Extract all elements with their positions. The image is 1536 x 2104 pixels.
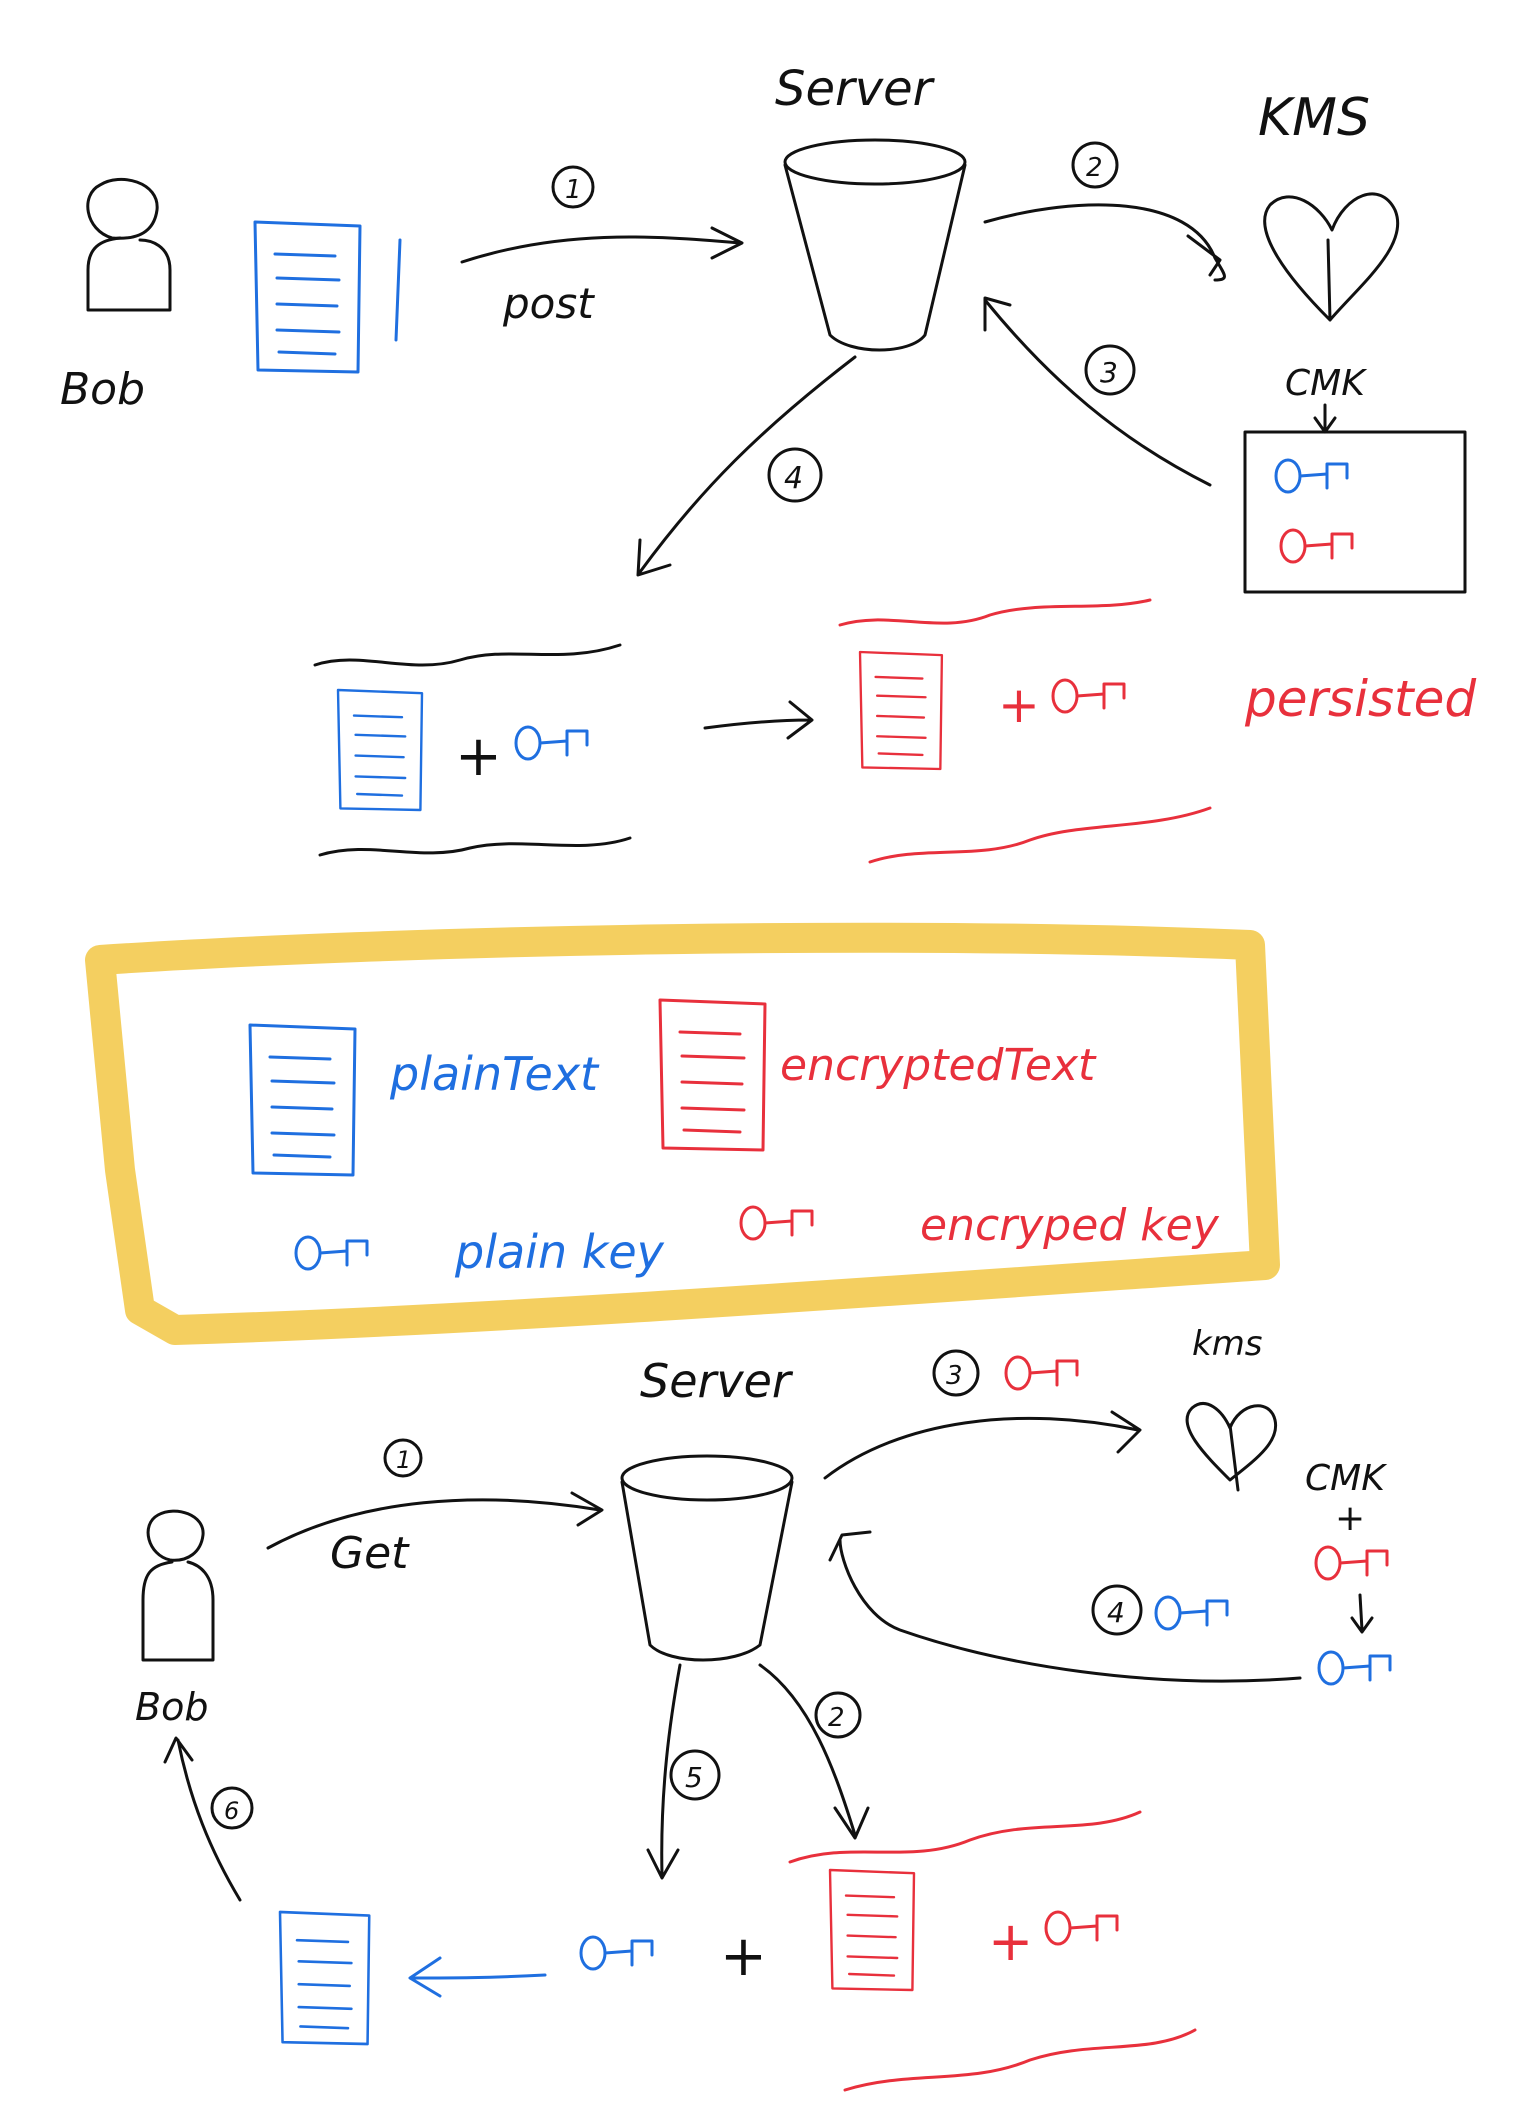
step-3-circle-bottom (932, 1349, 980, 1397)
step-1-number: 1 (565, 175, 582, 205)
legend-plaintext-label: plainText (389, 1047, 600, 1101)
legend-encrypted-doc-icon (658, 998, 767, 1152)
decrypted-plain-key-icon (1317, 1650, 1392, 1686)
plain-key-decrypt-icon (579, 1935, 654, 1971)
plain-key-bundle-icon (514, 725, 589, 761)
server-to-kms-arrow (983, 203, 1226, 282)
server-to-decrypt-arrow (646, 1663, 682, 1880)
wavy-line-top-bottom (788, 1810, 1142, 1864)
cmk-down-arrow (1313, 403, 1337, 434)
upload-flow: Bob 1 post Server 2 KMS CMK 3 (60, 61, 1476, 864)
bob-user-icon (86, 177, 172, 312)
plaintext-doc-small-icon (336, 688, 424, 812)
decrypt-to-plaintext-arrow (408, 1956, 547, 1998)
stored-plus: + (988, 1910, 1033, 1973)
plus-sign: + (455, 724, 502, 789)
legend-plain-key-label: plain key (454, 1225, 665, 1279)
step-2-circle-bottom (814, 1691, 862, 1739)
kms-heart-icon-bottom (1185, 1402, 1278, 1492)
cmk-box (1243, 430, 1467, 594)
step-6-circle-bottom (210, 1786, 254, 1830)
step-1-number-bottom: 1 (396, 1446, 411, 1474)
kms-label: KMS (1258, 88, 1370, 148)
plain-key-icon (1274, 458, 1349, 494)
decrypt-down-arrow (1350, 1593, 1374, 1634)
stored-encrypted-key-icon (1044, 1910, 1119, 1946)
stored-encrypted-doc-icon (828, 1868, 916, 1992)
kms-to-server-arrow (983, 296, 1212, 487)
step-2-circle (1071, 141, 1119, 189)
cmk-label: CMK (1285, 363, 1367, 404)
server-bucket-icon (783, 138, 967, 352)
step-4-number: 4 (784, 461, 803, 496)
encrypt-arrow (703, 700, 814, 740)
step-1-circle (551, 165, 595, 209)
return-to-bob-arrow (163, 1736, 242, 1902)
post-arrow (460, 226, 744, 264)
legend-encrypted-key-icon (739, 1205, 814, 1241)
cmk-label-bottom: CMK (1305, 1458, 1387, 1499)
wavy-line-top-left (313, 643, 622, 667)
bob-label-bottom: Bob (135, 1685, 208, 1729)
bob-label: Bob (60, 364, 145, 415)
step-4-circle-bottom (1091, 1584, 1143, 1636)
get-arrow (266, 1491, 604, 1550)
server-label: Server (775, 61, 936, 117)
wavy-line-bottom-right (868, 806, 1212, 864)
kms-heart-icon (1263, 192, 1400, 322)
step-4-circle (767, 447, 823, 503)
step-5-number-bottom: 5 (685, 1761, 703, 1794)
persisted-label: persisted (1244, 670, 1476, 728)
server-bucket-icon-bottom (620, 1454, 794, 1662)
download-flow: Bob 1 Get Server 3 kms CMK + 4 (135, 1324, 1392, 2092)
step-3-number: 3 (1100, 356, 1118, 389)
step-3-number-bottom: 3 (946, 1361, 963, 1391)
legend-plain-key-icon (294, 1235, 369, 1271)
wavy-line-top-right (838, 598, 1152, 627)
step-4-number-bottom: 4 (1107, 1596, 1125, 1629)
step-6-number-bottom: 6 (224, 1797, 239, 1825)
step-3-circle (1084, 344, 1136, 396)
cmk-encrypted-key-icon (1314, 1545, 1389, 1581)
step-5-circle-bottom (669, 1749, 721, 1801)
legend-encrypted-label: encryptedText (780, 1040, 1097, 1091)
bob-user-icon-bottom (141, 1509, 215, 1662)
legend-box: plainText encryptedText plain key encryp… (85, 922, 1280, 1345)
kms-to-server-arrow-bottom (828, 1530, 1302, 1683)
doc-edge-stroke (394, 238, 402, 342)
post-label: post (502, 279, 595, 328)
step-2-number: 2 (1086, 153, 1103, 183)
kms-label-bottom: kms (1192, 1324, 1263, 1364)
server-to-kms-arrow-bottom (823, 1410, 1142, 1480)
encrypted-key-step3-icon (1004, 1355, 1079, 1391)
encrypted-doc-icon (858, 650, 944, 771)
wavy-line-bottom-left (318, 836, 632, 857)
step-2-number-bottom: 2 (828, 1703, 845, 1733)
decrypt-plus: + (720, 1924, 767, 1989)
legend-highlight-frame (85, 922, 1280, 1345)
plain-key-step4-icon (1154, 1595, 1229, 1631)
plaintext-document-icon (253, 220, 362, 374)
plus-sign-red: + (998, 676, 1040, 734)
legend-encrypted-key-label: encryped key (920, 1200, 1220, 1251)
get-label: Get (330, 1528, 410, 1579)
server-to-store-arrow (636, 355, 857, 577)
server-label-bottom: Server (640, 1354, 794, 1408)
server-to-storage-arrow (758, 1663, 870, 1840)
step-1-circle-bottom (383, 1438, 423, 1478)
cmk-plus: + (1335, 1498, 1365, 1539)
legend-plaintext-doc-icon (248, 1023, 357, 1177)
wavy-line-bottom-bottom (843, 2028, 1197, 2092)
decrypted-plaintext-doc-icon (278, 1910, 371, 2046)
encrypted-key-bundle-icon (1051, 678, 1126, 714)
encrypted-key-icon (1279, 528, 1354, 564)
